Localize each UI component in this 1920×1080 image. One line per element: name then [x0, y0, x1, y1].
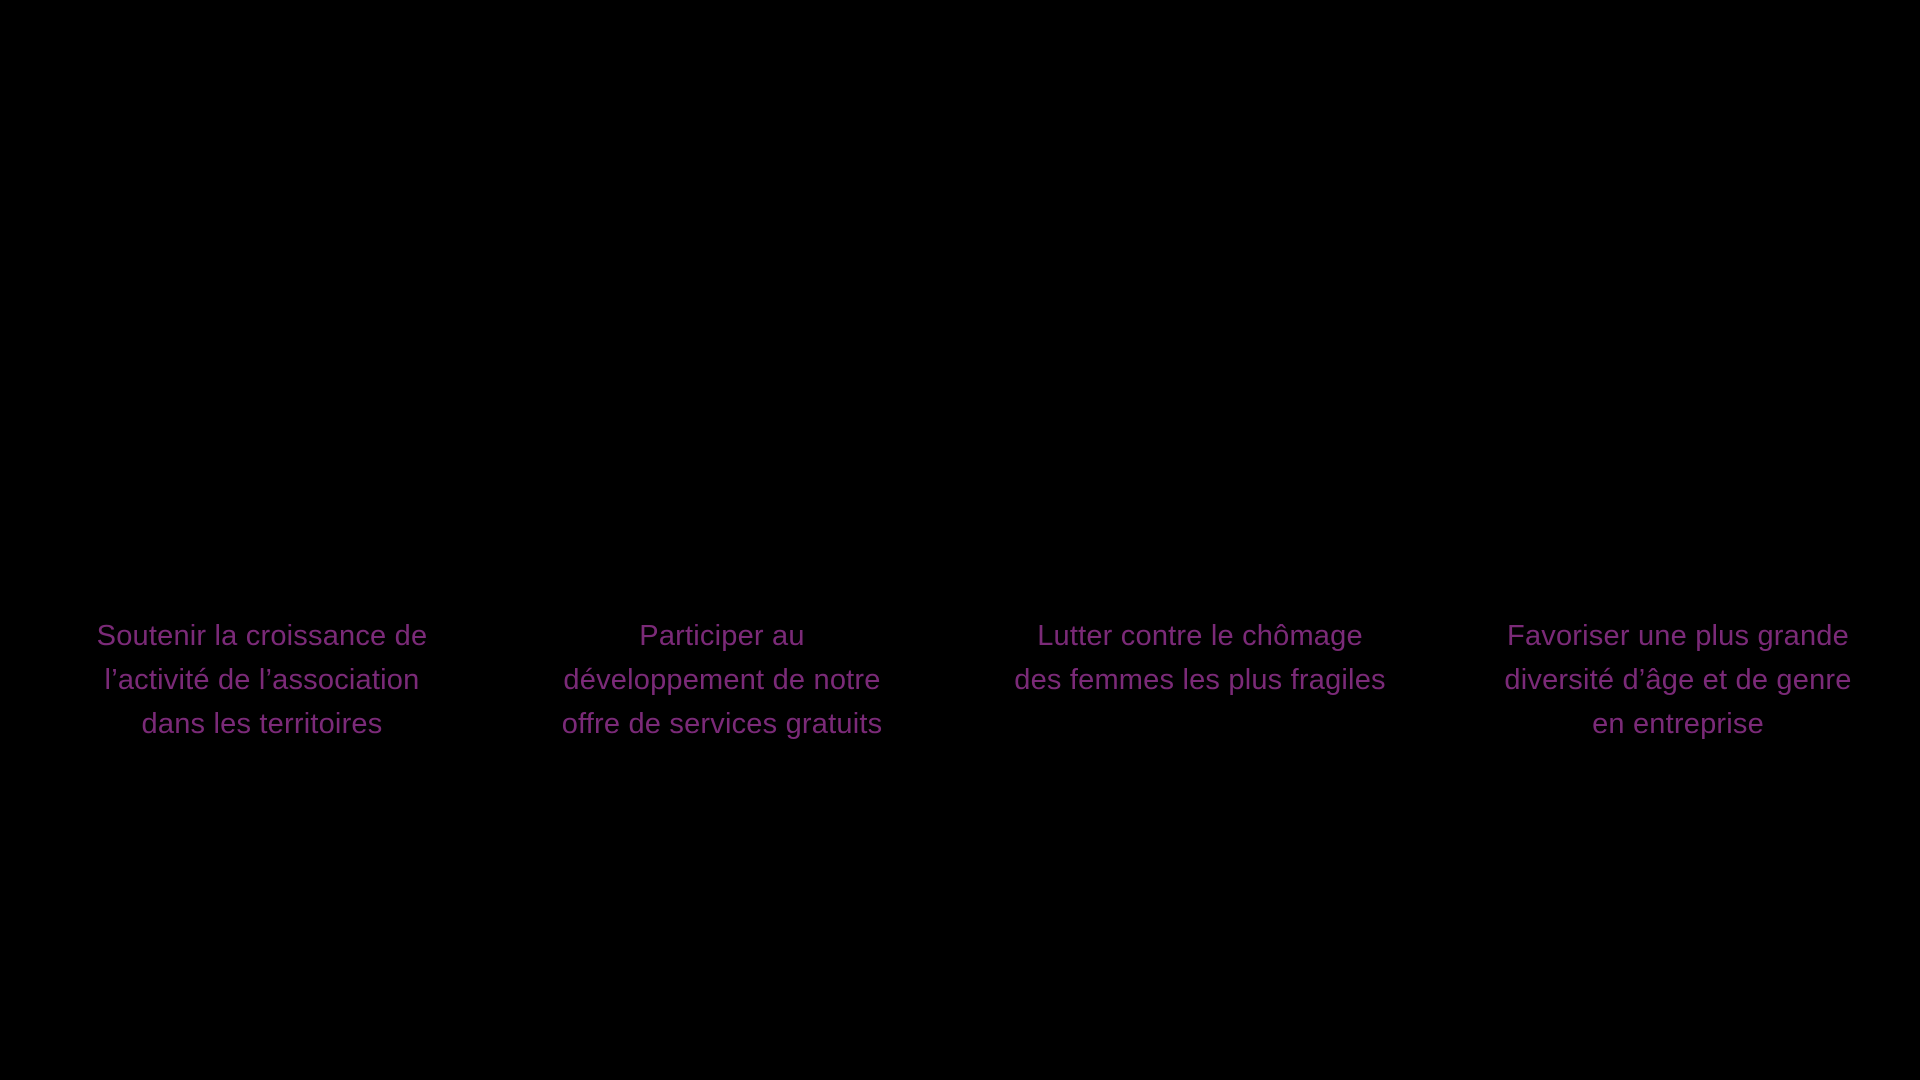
goal-text-line: l’activité de l’association: [104, 664, 420, 696]
goal-text-line: Favoriser une plus grande: [1507, 620, 1849, 652]
goal-item-unemployment: Lutter contre le chômage des femmes les …: [970, 614, 1430, 702]
goal-item-free-services: Participer au développement de notre off…: [492, 614, 952, 746]
goal-item-diversity: Favoriser une plus grande diversité d’âg…: [1448, 614, 1908, 746]
goals-row: Soutenir la croissance de l’activité de …: [0, 614, 1920, 754]
goal-text-line: développement de notre: [563, 664, 881, 696]
goal-text-line: dans les territoires: [141, 708, 383, 740]
goal-text-line: en entreprise: [1592, 708, 1764, 740]
goal-text-line: Soutenir la croissance de: [96, 620, 428, 652]
goal-text-line: Lutter contre le chômage: [1037, 620, 1363, 652]
goal-text-line: diversité d’âge et de genre: [1504, 664, 1852, 696]
goal-text-line: des femmes les plus fragiles: [1014, 664, 1386, 696]
goal-text-line: offre de services gratuits: [561, 708, 883, 740]
goal-text-line: Participer au: [639, 620, 805, 652]
goal-item-growth: Soutenir la croissance de l’activité de …: [32, 614, 492, 746]
